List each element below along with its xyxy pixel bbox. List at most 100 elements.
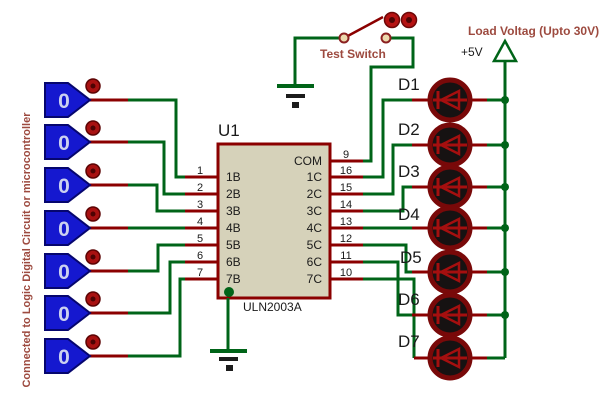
logic-input-shape[interactable] xyxy=(44,124,92,160)
logic-state-value: 0 xyxy=(58,90,70,113)
pin-label: 3B xyxy=(226,204,241,218)
led-ref-label: D3 xyxy=(398,162,420,181)
ground-icon xyxy=(277,84,314,88)
logic-state-value: 0 xyxy=(58,218,70,241)
led-ref-label: D6 xyxy=(398,290,420,309)
logic-input-shape[interactable] xyxy=(44,295,92,331)
pin-number: 15 xyxy=(340,182,352,194)
pin-label: 2B xyxy=(226,187,241,201)
logic-input-1[interactable]: 0 xyxy=(44,78,101,118)
logic-input-4[interactable]: 0 xyxy=(44,206,101,246)
chip-ref-label: U1 xyxy=(218,121,240,140)
chip-body xyxy=(216,142,332,300)
switch-actuator-glyph-icon xyxy=(389,17,395,23)
junction-dot xyxy=(501,311,509,319)
ground-icon xyxy=(286,94,305,98)
wire xyxy=(363,243,412,274)
chip-part-label: ULN2003A xyxy=(243,300,302,314)
logic-input-2[interactable]: 0 xyxy=(44,120,101,160)
logic-state-value: 0 xyxy=(58,132,70,155)
junction-dot xyxy=(501,141,509,149)
logic-input-6[interactable]: 0 xyxy=(44,291,101,331)
logic-input-7[interactable]: 0 xyxy=(44,334,101,374)
wire xyxy=(363,98,412,179)
rail-voltage-label: +5V xyxy=(461,45,483,59)
pin-label: 3C xyxy=(307,204,323,218)
led-symbol-icon xyxy=(438,260,461,284)
actuator-glyph-icon xyxy=(90,125,96,131)
led-d4 xyxy=(427,205,473,251)
wire xyxy=(128,98,185,179)
wire xyxy=(128,277,185,358)
logic-state-value: 0 xyxy=(58,346,70,369)
logic-input-shape[interactable] xyxy=(44,210,92,246)
left-note-label: Connected to Logic Digital Circuit or mi… xyxy=(21,112,33,388)
wire xyxy=(128,243,185,273)
led-ref-label: D7 xyxy=(398,332,420,351)
pin-number: 10 xyxy=(340,267,352,279)
pin-number: 16 xyxy=(340,165,352,177)
junction-dot xyxy=(501,268,509,276)
led-symbol-icon xyxy=(438,346,461,370)
pin-number: 4 xyxy=(197,216,203,228)
load-voltage-note: Load Voltag (Upto 30V) xyxy=(468,24,599,38)
led-ref-label: D1 xyxy=(398,75,420,94)
logic-input-shape[interactable] xyxy=(44,338,92,374)
junction-dot xyxy=(501,96,509,104)
switch-actuator-glyph-icon xyxy=(406,17,412,23)
chip-gnd-dot xyxy=(224,287,234,297)
pin-number: 11 xyxy=(340,250,351,262)
logic-input-shape[interactable] xyxy=(44,82,92,118)
led-symbol-icon xyxy=(438,133,461,157)
pin-number: 13 xyxy=(340,216,352,228)
wire xyxy=(293,36,339,84)
junction-dot xyxy=(501,183,509,191)
led-d2 xyxy=(427,122,473,168)
logic-input-3[interactable]: 0 xyxy=(44,163,101,203)
logic-input-shape[interactable] xyxy=(44,253,92,289)
pin-label: 4C xyxy=(307,221,323,235)
led-symbol-icon xyxy=(438,88,461,112)
wire xyxy=(128,183,185,213)
actuator-glyph-icon xyxy=(90,254,96,260)
pin-number: 9 xyxy=(343,149,349,161)
pin-label: 4B xyxy=(226,221,241,235)
led-d5 xyxy=(427,249,473,295)
switch-lever[interactable] xyxy=(343,15,384,40)
power-terminal-icon xyxy=(491,38,519,63)
actuator-glyph-icon xyxy=(90,211,96,217)
logic-input-5[interactable]: 0 xyxy=(44,249,101,289)
pin-label: 6B xyxy=(226,255,241,269)
logic-state-value: 0 xyxy=(58,261,70,284)
ground-icon xyxy=(210,349,247,353)
led-ref-label: D5 xyxy=(400,248,422,267)
ground-icon xyxy=(292,102,299,108)
led-symbol-icon xyxy=(438,303,461,327)
pin-label: 7B xyxy=(226,272,241,286)
pin-label: 5C xyxy=(307,238,323,252)
wire xyxy=(363,185,412,213)
led-d1 xyxy=(427,77,473,123)
ground-icon xyxy=(219,357,238,361)
actuator-glyph-icon xyxy=(90,296,96,302)
led-d6 xyxy=(427,292,473,338)
wire xyxy=(363,277,416,358)
logic-state-value: 0 xyxy=(58,175,70,198)
led-symbol-icon xyxy=(438,175,461,199)
switch-terminal xyxy=(338,32,350,44)
pin-number: 3 xyxy=(197,199,203,211)
ground-icon xyxy=(226,365,233,371)
logic-input-shape[interactable] xyxy=(44,167,92,203)
pin-label: 2C xyxy=(307,187,323,201)
led-symbol-icon xyxy=(438,216,461,240)
pin-label: 1C xyxy=(307,170,323,184)
pin-number: 6 xyxy=(197,250,203,262)
actuator-glyph-icon xyxy=(90,339,96,345)
switch-label: Test Switch xyxy=(320,47,386,61)
pin-label: 7C xyxy=(307,272,323,286)
pin-number: 5 xyxy=(197,233,203,245)
pin-number: 2 xyxy=(197,182,203,194)
switch-terminal xyxy=(380,32,392,44)
junction-dot xyxy=(501,224,509,232)
